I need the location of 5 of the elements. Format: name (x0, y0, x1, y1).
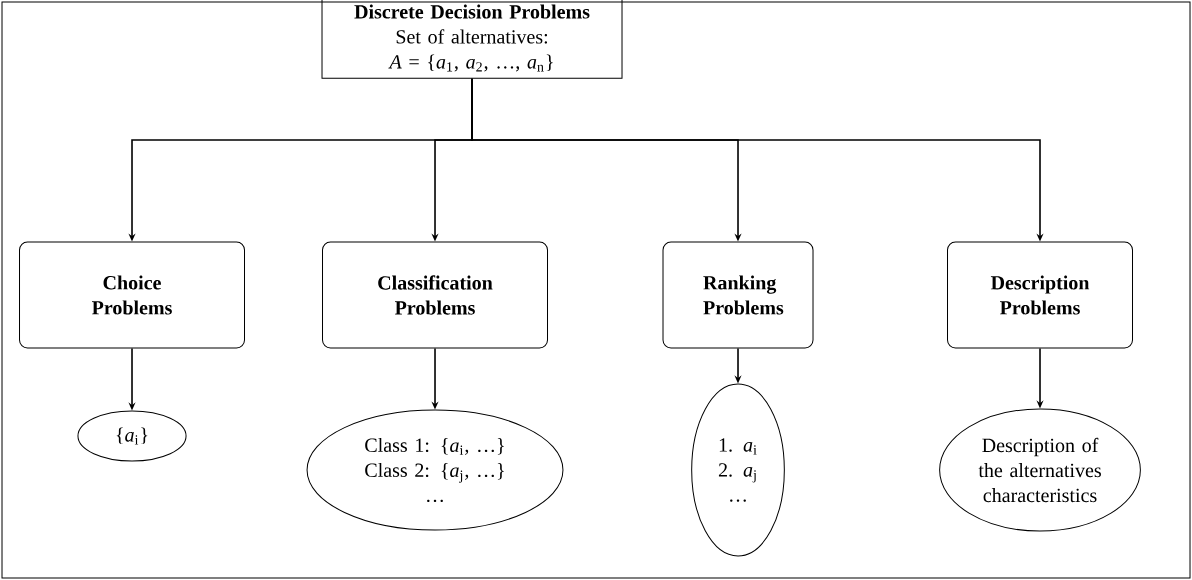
category-box: Ranking Problems (662, 241, 814, 349)
category-box: Classification Problems (322, 241, 548, 349)
category-box: Choice Problems (19, 241, 245, 349)
category-box: Description Problems (947, 241, 1133, 349)
title-box: Discrete Decision Problems Set of alternatives: A = {a$_{1}$, a$_{2}$, …, a$_{n}$} (321, 0, 623, 79)
